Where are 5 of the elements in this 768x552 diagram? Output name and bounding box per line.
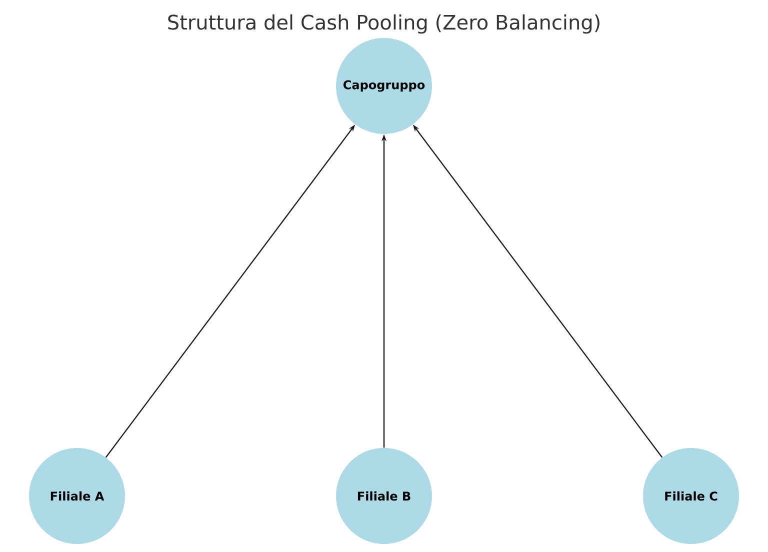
circle-node: Filiale C: [643, 448, 739, 544]
title: Struttura del Cash Pooling (Zero Balancing): [168, 14, 600, 34]
circle-node: Filiale B: [336, 448, 432, 544]
circle-node: Filiale A: [29, 448, 125, 544]
circle-node: Capogruppo: [336, 38, 432, 134]
